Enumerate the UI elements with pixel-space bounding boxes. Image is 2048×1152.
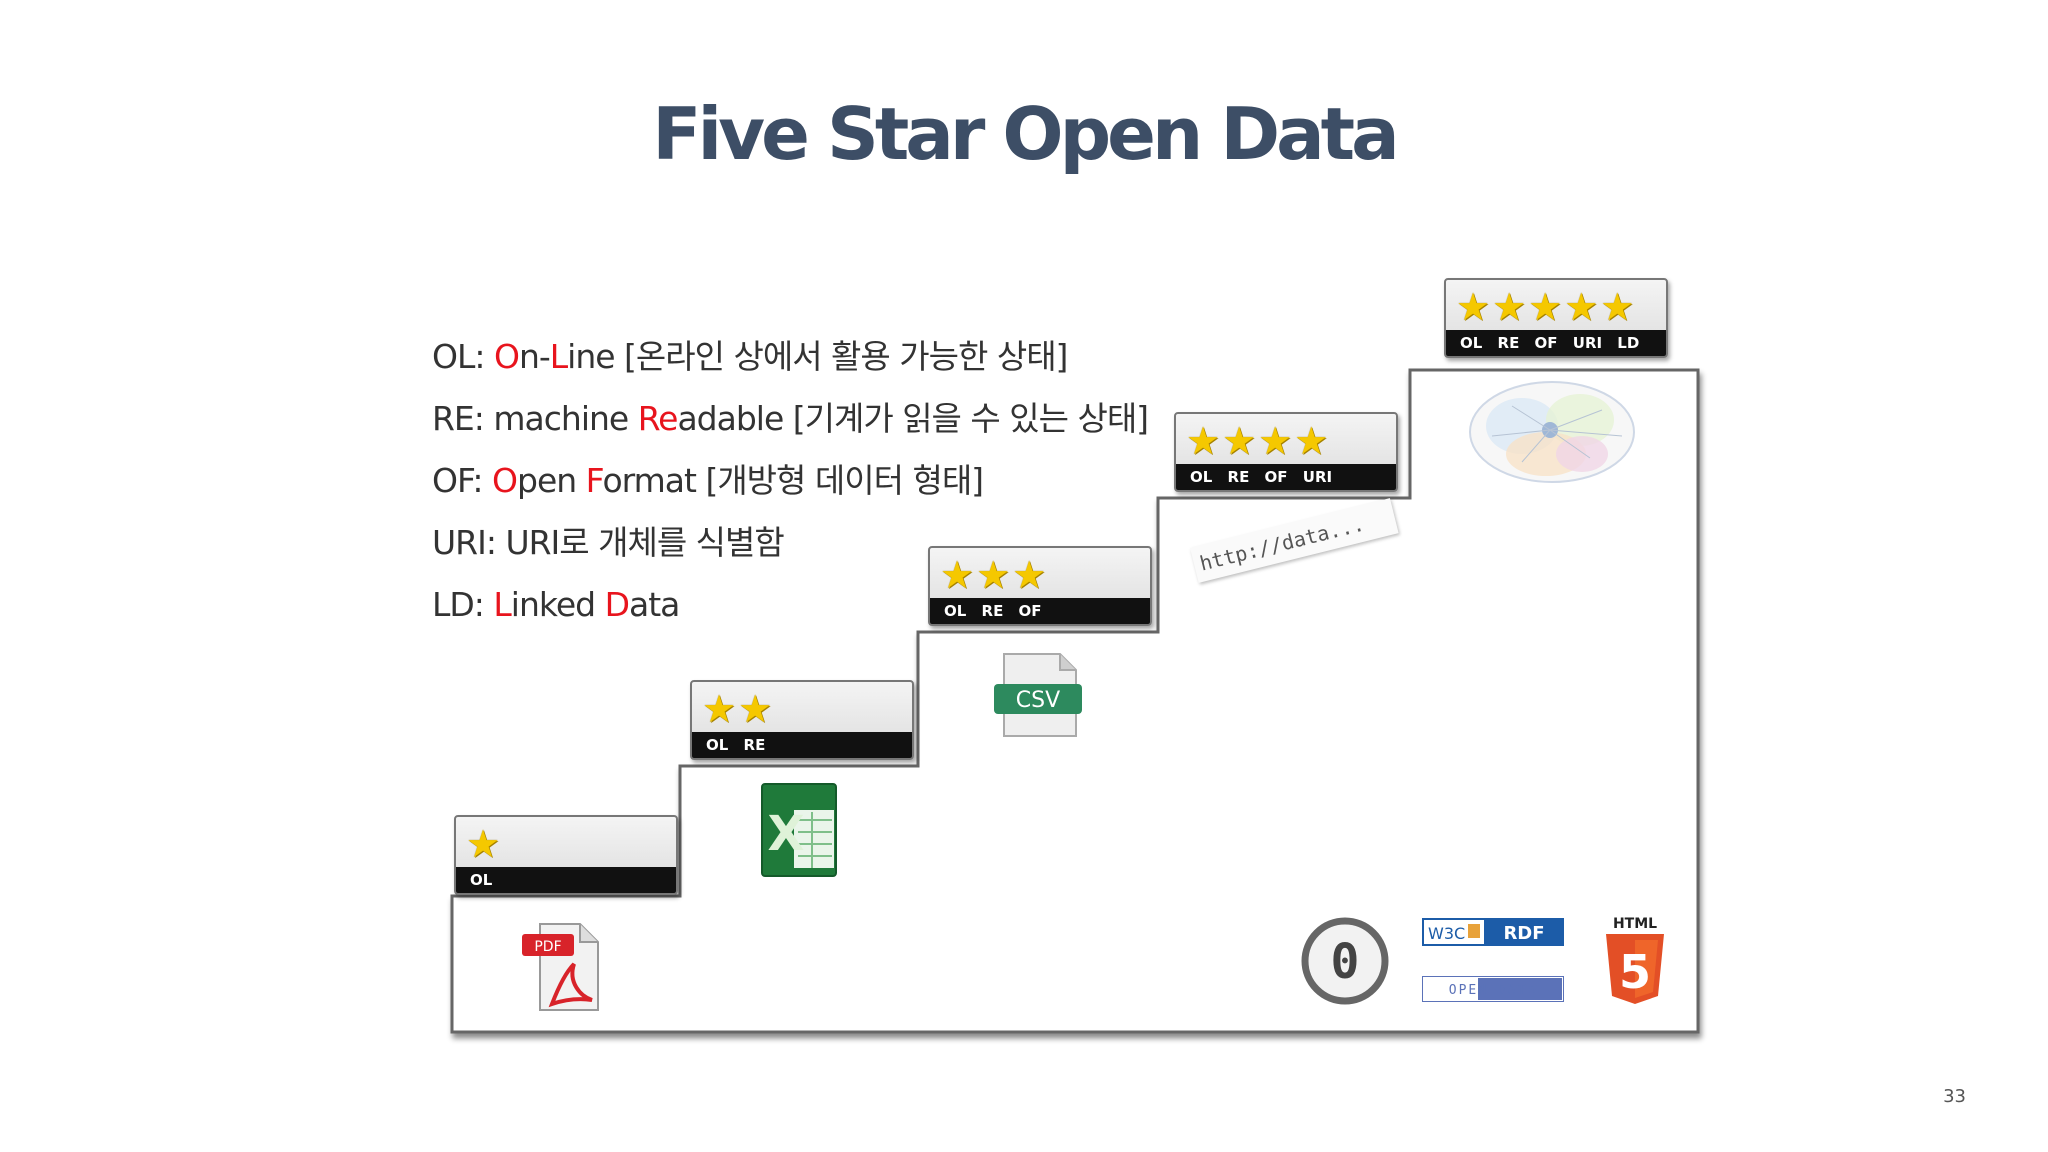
stars-icon: ★★ [702, 687, 775, 731]
excel-label: X [767, 806, 804, 862]
legend-text: URI로 개체를 식별함 [505, 523, 784, 562]
legend-key: RE: [432, 399, 494, 438]
slide-title: Five Star Open Data [652, 92, 1399, 176]
legend-highlight-letter: O [493, 337, 520, 376]
badge-codes: OL RE OF URI LD [1446, 330, 1666, 356]
legend-text: ine [온라인 상에서 활용 가능한 상태] [567, 337, 1068, 376]
badge-codes: OL RE OF [930, 598, 1150, 624]
stars-icon: ★★★★ [1186, 419, 1331, 463]
legend-row: OL: On-Line [온라인 상에서 활용 가능한 상태] [432, 333, 1148, 395]
legend-text: n- [518, 337, 551, 376]
html5-number: 5 [1619, 945, 1651, 999]
legend-row: RE: machine Readable [기계가 읽을 수 있는 상태] [432, 395, 1149, 457]
w3c-label: W3C [1428, 924, 1465, 943]
legend-key: OL: [432, 337, 494, 376]
legend-row: URI: URI로 개체를 식별함 [432, 519, 1148, 581]
legend-highlight-letter: L [549, 337, 568, 376]
badge-five-stars: ★★★★★ OL RE OF URI LD [1444, 278, 1668, 358]
stars-icon: ★★★ [940, 553, 1049, 597]
legend-highlight-letter: D [604, 585, 630, 624]
w3c-rdf-icon: W3C RDF [1422, 918, 1564, 946]
badge-three-stars: ★★★ OL RE OF [928, 546, 1152, 626]
legend-text: machine [493, 399, 638, 438]
legend-key: OF: [432, 461, 493, 500]
cc-zero-icon: 0 [1301, 917, 1389, 1005]
stars-icon: ★ [466, 822, 503, 866]
csv-label: CSV [1016, 688, 1060, 713]
legend-text: inked [510, 585, 605, 624]
legend-key: URI: [432, 523, 506, 562]
pdf-label: PDF [534, 939, 561, 955]
open-data-icon: OPEN DATA [1422, 976, 1564, 1002]
legend-row: OF: Open Format [개방형 데이터 형태] [432, 457, 1148, 519]
linked-data-cloud-icon [1469, 381, 1635, 483]
legend-key: LD: [432, 585, 494, 624]
legend-text: ormat [개방형 데이터 형태] [602, 461, 984, 500]
legend-text: ata [628, 585, 680, 624]
badge-codes: OL RE OF URI [1176, 464, 1396, 490]
legend-text: adable [기계가 읽을 수 있는 상태] [677, 399, 1149, 438]
legend-highlight-letter: O [492, 461, 518, 500]
legend-list: OL: On-Line [온라인 상에서 활용 가능한 상태]RE: machi… [432, 333, 1149, 643]
stars-icon: ★★★★★ [1456, 285, 1637, 329]
badge-four-stars: ★★★★ OL RE OF URI [1174, 412, 1398, 492]
cc-zero-label: 0 [1331, 934, 1360, 990]
excel-file-icon: X [761, 783, 837, 877]
legend-row: LD: Linked Data [432, 581, 1148, 643]
badge-codes: OL [456, 867, 676, 893]
html-label: HTML [1613, 916, 1657, 932]
pdf-file-icon: PDF [522, 923, 599, 1011]
legend-highlight-letter: L [493, 585, 511, 624]
legend-highlight-letter: Re [637, 399, 679, 438]
badge-one-star: ★ OL [454, 815, 678, 895]
badge-codes: OL RE [692, 732, 912, 758]
badge-two-stars: ★★ OL RE [690, 680, 914, 760]
html5-icon: HTML 5 [1606, 916, 1664, 1004]
rdf-label: RDF [1503, 923, 1544, 944]
page-number: 33 [1943, 1086, 1966, 1107]
csv-file-icon: CSV [994, 653, 1082, 737]
legend-highlight-letter: F [585, 461, 604, 500]
legend-text: pen [517, 461, 586, 500]
open-data-label: OPEN DATA [1449, 983, 1537, 998]
